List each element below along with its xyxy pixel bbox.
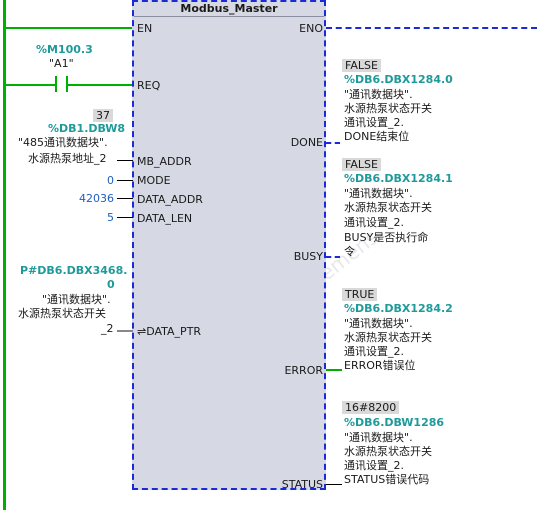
busy-wire	[326, 256, 340, 258]
pin-status: STATUS	[281, 478, 323, 491]
block-title: Modbus_Master	[134, 2, 324, 17]
data-ptr-address-2[interactable]: 0	[107, 278, 115, 291]
pin-data-ptr-label: DATA_PTR	[146, 325, 202, 338]
pin-mode: MODE	[137, 174, 171, 187]
busy-symbol-4[interactable]: BUSY是否执行命	[344, 231, 429, 244]
pin-busy: BUSY	[293, 250, 323, 263]
req-contact-left-bar[interactable]	[55, 76, 57, 92]
pin-data-len: DATA_LEN	[137, 212, 193, 225]
req-line-right	[68, 84, 133, 86]
data-len-value[interactable]: 5	[107, 211, 114, 224]
error-symbol-4[interactable]: ERROR错误位	[344, 359, 416, 372]
req-line-left	[6, 84, 56, 86]
mb-addr-wire	[117, 160, 133, 161]
data-ptr-symbol-2[interactable]: 水源热泵状态开关	[18, 307, 106, 320]
power-rail	[3, 0, 6, 510]
busy-symbol-2[interactable]: 水源热泵状态开关	[344, 201, 432, 214]
inout-arrow-icon: ⇌	[137, 325, 147, 338]
data-ptr-address-1[interactable]: P#DB6.DBX3468.	[20, 264, 128, 277]
status-symbol-3[interactable]: 通讯设置_2.	[344, 459, 404, 472]
modbus-master-block[interactable]	[132, 0, 326, 490]
error-address[interactable]: %DB6.DBX1284.2	[344, 302, 453, 315]
mode-value[interactable]: 0	[107, 174, 114, 187]
req-contact-symbol[interactable]: "A1"	[49, 57, 74, 70]
en-power-line	[6, 27, 133, 29]
req-contact-address[interactable]: %M100.3	[36, 43, 93, 56]
status-symbol-4[interactable]: STATUS错误代码	[344, 473, 430, 486]
done-address[interactable]: %DB6.DBX1284.0	[344, 73, 453, 86]
status-value: 16#8200	[342, 401, 400, 414]
data-ptr-wire	[117, 330, 133, 332]
error-wire	[326, 369, 342, 371]
data-addr-wire	[117, 198, 133, 199]
pin-error: ERROR	[284, 364, 323, 377]
mode-wire	[117, 180, 133, 181]
pin-eno: ENO	[299, 22, 323, 35]
status-symbol-1[interactable]: "通讯数据块".	[344, 431, 413, 444]
status-address[interactable]: %DB6.DBW1286	[344, 416, 445, 429]
done-symbol-3[interactable]: 通讯设置_2.	[344, 116, 404, 129]
done-symbol-1[interactable]: "通讯数据块".	[344, 88, 413, 101]
done-symbol-2[interactable]: 水源热泵状态开关	[344, 102, 432, 115]
done-value: FALSE	[342, 59, 381, 72]
data-len-wire	[117, 217, 133, 218]
busy-symbol-1[interactable]: "通讯数据块".	[344, 187, 413, 200]
busy-symbol-3[interactable]: 通讯设置_2.	[344, 216, 404, 229]
data-addr-value[interactable]: 42036	[79, 192, 114, 205]
mb-addr-symbol-1[interactable]: "485通讯数据块".	[18, 136, 108, 149]
mb-addr-symbol-2[interactable]: 水源热泵地址_2	[28, 152, 107, 165]
pin-req: REQ	[137, 79, 161, 92]
req-contact-right-bar[interactable]	[66, 76, 68, 92]
busy-symbol-5[interactable]: 令	[344, 245, 355, 258]
mb-addr-address[interactable]: %DB1.DBW8	[48, 122, 126, 135]
data-ptr-symbol-1[interactable]: "通讯数据块".	[42, 293, 111, 306]
pin-en: EN	[137, 22, 153, 35]
error-value: TRUE	[342, 288, 378, 301]
error-symbol-1[interactable]: "通讯数据块".	[344, 317, 413, 330]
status-symbol-2[interactable]: 水源热泵状态开关	[344, 445, 432, 458]
error-symbol-2[interactable]: 水源热泵状态开关	[344, 331, 432, 344]
data-ptr-symbol-3[interactable]: _2	[101, 322, 114, 335]
busy-value: FALSE	[342, 158, 381, 171]
pin-mb-addr: MB_ADDR	[137, 155, 192, 168]
pin-data-addr: DATA_ADDR	[137, 193, 203, 206]
pin-data-ptr: ⇌DATA_PTR	[137, 325, 201, 338]
error-symbol-3[interactable]: 通讯设置_2.	[344, 345, 404, 358]
pin-done: DONE	[290, 136, 323, 149]
done-wire	[326, 142, 340, 144]
mb-addr-value: 37	[93, 109, 113, 122]
status-wire	[326, 484, 342, 485]
busy-address[interactable]: %DB6.DBX1284.1	[344, 172, 453, 185]
done-symbol-4[interactable]: DONE结束位	[344, 130, 410, 143]
eno-wire	[326, 27, 537, 29]
